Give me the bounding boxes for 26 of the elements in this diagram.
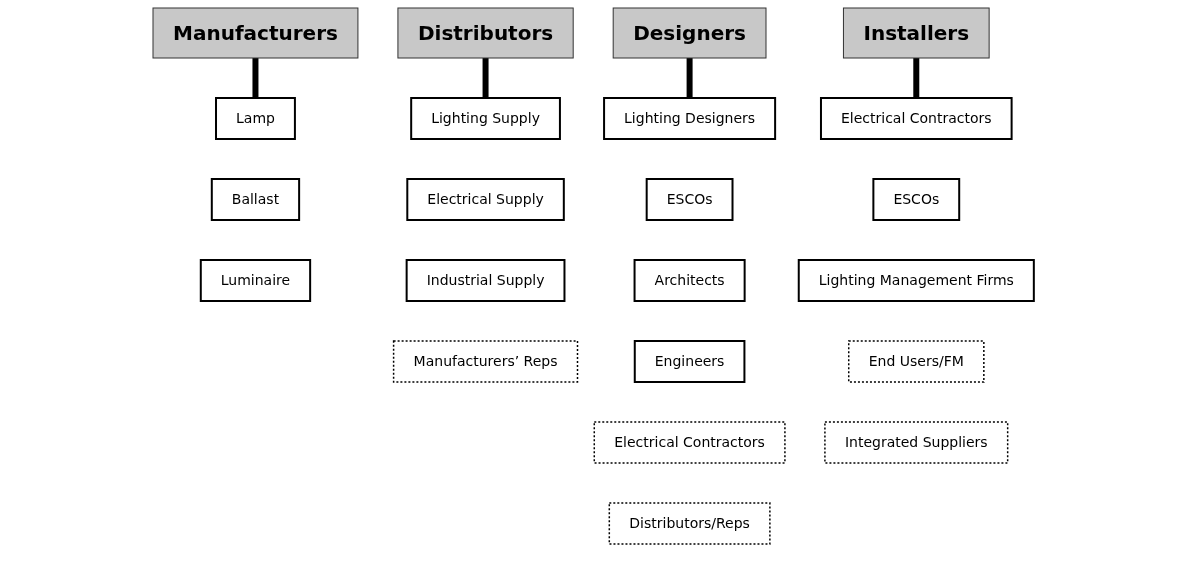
node-box: Industrial Supply bbox=[405, 259, 566, 302]
node-box: Lighting Designers bbox=[603, 97, 777, 140]
node-box: Electrical Contractors bbox=[820, 97, 1013, 140]
node-box: Luminaire bbox=[199, 259, 312, 302]
node-box: Ballast bbox=[210, 178, 301, 221]
node-box: Manufacturers’ Reps bbox=[392, 340, 579, 383]
node-box: Distributors bbox=[397, 7, 574, 59]
node-box: ESCOs bbox=[645, 178, 734, 221]
node-box: Lighting Supply bbox=[410, 97, 561, 140]
connector bbox=[482, 58, 489, 98]
node-box: Distributors/Reps bbox=[608, 502, 771, 545]
node-box: Lighting Management Firms bbox=[797, 259, 1035, 302]
node-box: Engineers bbox=[633, 340, 746, 383]
node-box: Manufacturers bbox=[152, 7, 359, 59]
connector bbox=[686, 58, 693, 98]
connector bbox=[252, 58, 259, 98]
connector bbox=[913, 58, 920, 98]
node-box: Designers bbox=[612, 7, 767, 59]
node-box: Installers bbox=[843, 7, 990, 59]
node-box: Lamp bbox=[215, 97, 296, 140]
node-box: End Users/FM bbox=[848, 340, 985, 383]
node-box: Integrated Suppliers bbox=[824, 421, 1009, 464]
node-box: Architects bbox=[633, 259, 746, 302]
node-box: Electrical Supply bbox=[406, 178, 565, 221]
node-box: ESCOs bbox=[872, 178, 961, 221]
node-box: Electrical Contractors bbox=[593, 421, 786, 464]
